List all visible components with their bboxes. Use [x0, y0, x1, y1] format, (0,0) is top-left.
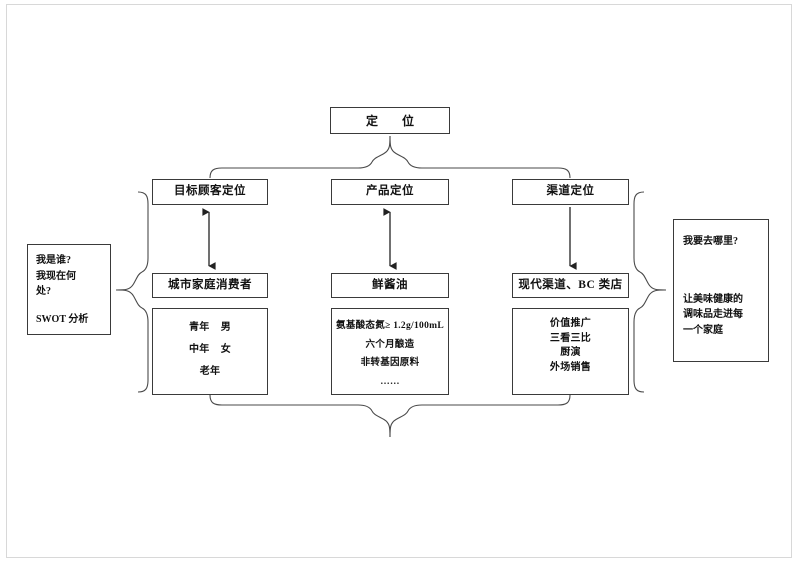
brace-top	[209, 135, 571, 179]
detail-line: 价值推广	[549, 318, 592, 329]
detail-line: 老年	[199, 366, 221, 377]
header-label: 渠道定位	[546, 185, 595, 198]
top-box-label: 定 位	[365, 113, 420, 128]
detail-line: 非转基因原料	[360, 358, 420, 369]
left-box-footer: SWOT 分析	[36, 313, 89, 325]
subject-label: 城市家庭消费者	[168, 278, 252, 291]
detail-line: 中年 女	[188, 344, 232, 355]
left-box-current-state[interactable]: 我是谁? 我现在何 处? SWOT 分析	[27, 244, 111, 335]
header-box-product[interactable]: 产品定位	[331, 179, 449, 205]
header-label: 产品定位	[366, 185, 414, 198]
header-box-target-customer[interactable]: 目标顾客定位	[152, 179, 268, 205]
brace-left	[115, 191, 149, 393]
subject-label: 鲜酱油	[372, 278, 408, 291]
subject-box-product[interactable]: 鲜酱油	[331, 273, 449, 298]
detail-line: 外场销售	[549, 361, 592, 373]
top-box[interactable]: 定 位	[330, 107, 450, 134]
subject-label: 现代渠道、BC 类店	[518, 278, 623, 291]
right-box-answer-line: 一个家庭	[683, 324, 723, 336]
left-box-line: 我是谁?	[36, 255, 71, 266]
subject-box-target-customer[interactable]: 城市家庭消费者	[152, 273, 268, 298]
detail-box-channel[interactable]: 价值推广 三看三比 厨演 外场销售	[512, 308, 629, 395]
header-label: 目标顾客定位	[174, 185, 246, 198]
left-box-line: 处?	[36, 286, 51, 297]
detail-line: 厨演	[560, 347, 581, 358]
brace-bottom	[209, 394, 571, 438]
left-box-line: 我现在何	[36, 270, 76, 282]
detail-line: 氨基酸态氮≥ 1.2g/100mL	[336, 321, 444, 331]
detail-box-target-customer[interactable]: 青年 男 中年 女 老年	[152, 308, 268, 395]
header-box-channel[interactable]: 渠道定位	[512, 179, 629, 205]
detail-line-ellipsis: ……	[380, 376, 400, 387]
right-box-answer-line: 让美味健康的	[683, 293, 743, 305]
brace-right	[633, 191, 667, 393]
right-box-answer-line: 调味品走进每	[683, 309, 743, 320]
right-box-vision[interactable]: 我要去哪里? 让美味健康的 调味品走进每 一个家庭	[673, 219, 769, 362]
subject-box-channel[interactable]: 现代渠道、BC 类店	[512, 273, 629, 298]
right-box-question: 我要去哪里?	[683, 236, 738, 247]
detail-line: 三看三比	[549, 332, 592, 344]
detail-box-product[interactable]: 氨基酸态氮≥ 1.2g/100mL 六个月酿造 非转基因原料 ……	[331, 308, 449, 395]
detail-line: 六个月酿造	[365, 339, 415, 350]
detail-line: 青年 男	[188, 322, 232, 333]
